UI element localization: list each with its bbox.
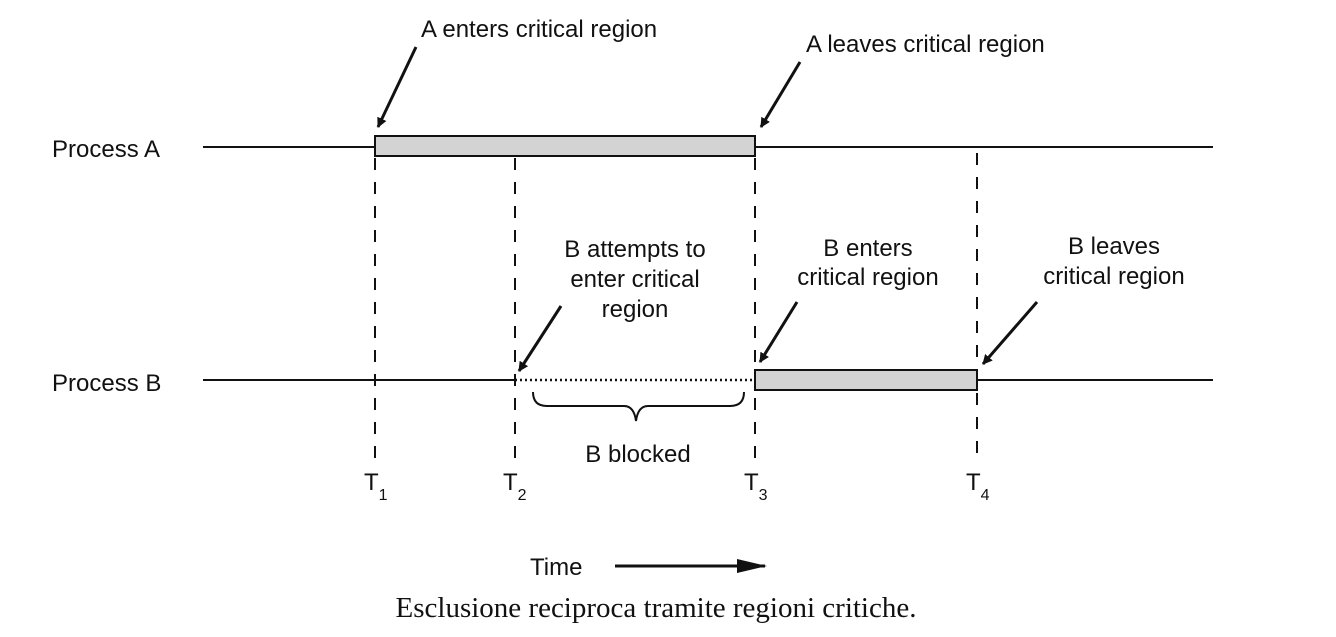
svg-text:B enters: B enters (823, 235, 912, 262)
process-b-critical-region (754, 369, 978, 391)
b-blocked-label: B blocked (585, 441, 690, 468)
b-enters-arrow (758, 301, 799, 363)
process-a-label: Process A (52, 136, 160, 163)
diagram-caption: Esclusione reciproca tramite regioni cri… (396, 592, 917, 624)
b-leaves-label: B leaves critical region (1043, 233, 1184, 290)
svg-text:B attempts to: B attempts to (564, 236, 705, 263)
time-axis-label: Time (530, 554, 582, 581)
time-mark-t4: T4 (966, 469, 990, 504)
process-a-critical-region (374, 135, 756, 157)
svg-text:critical region: critical region (1043, 263, 1184, 290)
a-enters-label: A enters critical region (421, 16, 657, 43)
svg-text:enter critical: enter critical (570, 266, 699, 293)
svg-text:B leaves: B leaves (1068, 233, 1160, 260)
svg-text:region: region (602, 296, 669, 323)
process-b-label: Process B (52, 370, 161, 397)
time-mark-t2: T2 (503, 469, 527, 504)
a-leaves-label: A leaves critical region (806, 31, 1045, 58)
b-leaves-arrow (981, 301, 1039, 365)
time-mark-t1: T1 (364, 469, 388, 504)
b-attempts-arrow (517, 305, 563, 372)
b-enters-label: B enters critical region (797, 235, 938, 291)
a-enters-arrow (376, 46, 418, 128)
process-a-timeline (203, 135, 1213, 157)
time-mark-t3: T3 (744, 469, 768, 504)
a-leaves-arrow (759, 61, 802, 128)
process-b-timeline (203, 369, 1213, 391)
time-markers (374, 153, 978, 462)
svg-text:critical region: critical region (797, 264, 938, 291)
b-attempts-label: B attempts to enter critical region (564, 236, 705, 323)
b-blocked-brace (532, 391, 745, 422)
